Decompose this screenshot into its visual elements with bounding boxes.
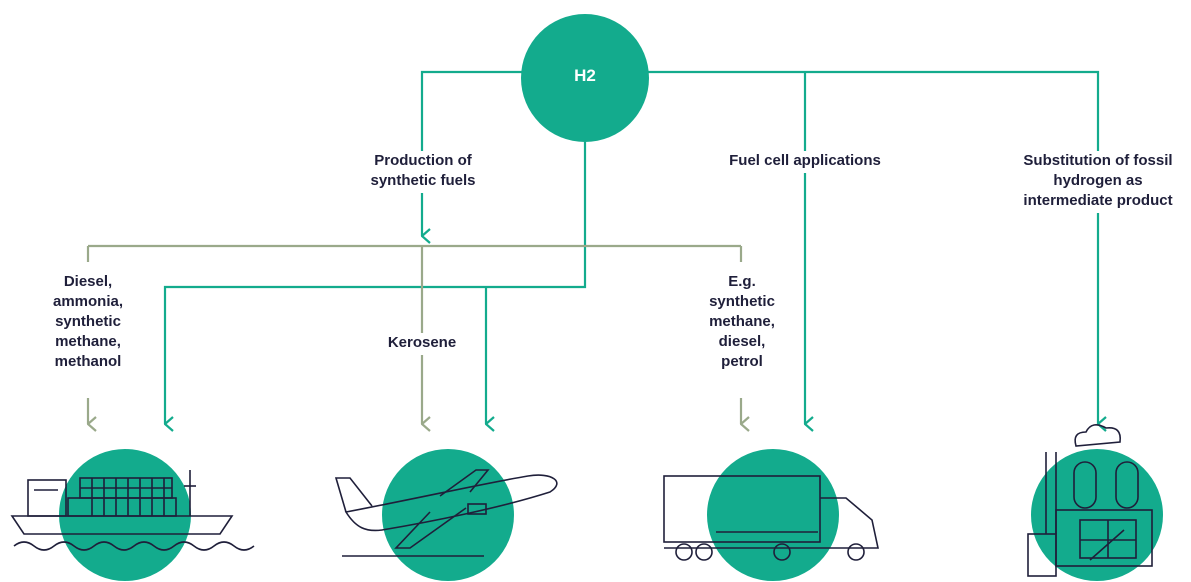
label-ship-fuels: Diesel, ammonia, synthetic methane, meth… [48, 272, 128, 390]
hub-connectors [163, 70, 1098, 424]
label-production-synthetic-fuels: Production of synthetic fuels [355, 151, 491, 193]
connector-fuel-cell-industry [645, 70, 1098, 424]
truck-icon [663, 475, 879, 561]
industrial-plant-icon [1027, 424, 1153, 577]
industry-circle [1031, 449, 1163, 581]
plane-circle [382, 449, 514, 581]
airplane-icon [334, 469, 558, 557]
label-substitution-fossil-hydrogen: Substitution of fossil hydrogen as inter… [1002, 151, 1191, 213]
connector-hub-down [163, 142, 587, 424]
cargo-ship-icon [10, 470, 255, 551]
label-truck-fuels: E.g. synthetic methane, diesel, petrol [698, 272, 786, 390]
label-fuel-cell-applications: Fuel cell applications [710, 151, 900, 173]
label-plane-fuel: Kerosene [380, 333, 464, 355]
h2-hub: H2 [521, 14, 649, 142]
ship-circle [59, 449, 191, 581]
end-use-circles [59, 449, 1163, 581]
h2-label: H2 [574, 66, 596, 85]
